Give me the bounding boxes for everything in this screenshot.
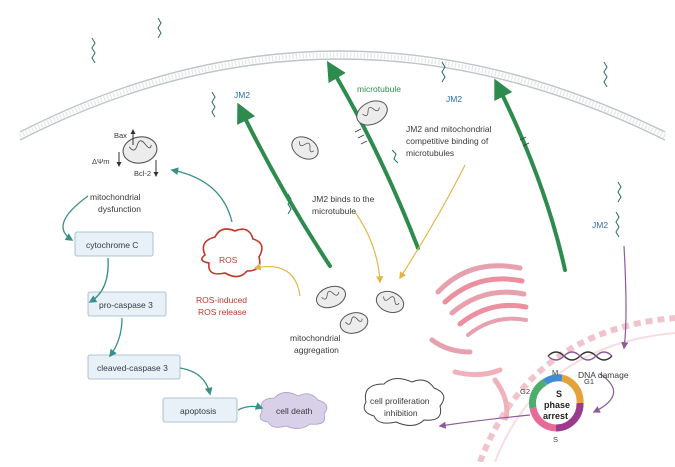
jm2-label-left: JM2 — [234, 90, 250, 100]
dna-damage-arrows — [438, 245, 629, 429]
mito-dysfunction-1: mitochondrial — [90, 192, 141, 202]
dpsi-label: ΔΨm — [92, 157, 110, 166]
ros-release-1: ROS-induced — [196, 295, 247, 305]
cleaved-label: cleaved-caspase 3 — [97, 363, 168, 373]
ros-release-2: ROS release — [198, 307, 247, 317]
competitive-label-3: microtubules — [406, 148, 454, 158]
procaspase-label: pro-caspase 3 — [99, 300, 153, 310]
prolif-label-2: inhibition — [384, 408, 418, 418]
jm2-label-top: JM2 — [446, 94, 462, 104]
bax-bcl2-indicators — [116, 129, 159, 177]
mitochondrion-agg1 — [315, 285, 347, 309]
bcl2-label: Bcl-2 — [134, 169, 151, 178]
dna-damage-label: DNA damage — [578, 370, 629, 380]
mitochondrion-mt2 — [356, 100, 388, 126]
mitochondrion-mt1 — [291, 136, 319, 160]
aggregation-label-2: aggregation — [294, 345, 339, 355]
cycle-s-label: S — [553, 435, 558, 444]
ros-cloud — [201, 228, 263, 278]
cytochrome-box — [74, 231, 154, 257]
microtubule-label: microtubule — [357, 84, 401, 94]
procaspase-box — [87, 291, 167, 317]
mitochondrion-top — [122, 136, 158, 164]
mitochondria — [122, 100, 405, 334]
cycle-center-3: arrest — [543, 411, 568, 421]
prolif-label-1: cell proliferation — [370, 396, 430, 406]
cell-death-cloud — [259, 392, 328, 429]
bax-label: Bax — [114, 131, 127, 140]
pathway-arrows — [62, 167, 264, 411]
cycle-center-2: phase — [544, 400, 570, 410]
jm2-molecules — [91, 17, 622, 238]
competitive-label-1: JM2 and mitochondrial — [406, 124, 492, 134]
dna-helix — [547, 351, 613, 361]
apoptosis-label: apoptosis — [180, 406, 216, 416]
apoptosis-box — [162, 397, 238, 423]
microtubule-1 — [237, 102, 332, 268]
microtubule-2 — [326, 60, 420, 250]
cycle-g2-label: G2 — [520, 387, 530, 396]
golgi-apparatus — [429, 263, 529, 421]
feedback-arrows — [253, 164, 466, 297]
cell-death-label: cell death — [276, 406, 313, 416]
cell-membrane — [18, 50, 667, 141]
competitive-label-2: competitive binding of — [406, 136, 489, 146]
ros-label: ROS — [219, 255, 238, 265]
cell-proliferation-cloud — [363, 378, 445, 426]
cycle-g1-label: G1 — [584, 377, 594, 386]
cycle-m-label: M — [552, 368, 558, 377]
bound-jm2-marks — [354, 128, 530, 147]
cell-cycle-ring — [529, 374, 584, 432]
microtubules — [237, 60, 567, 272]
mitochondrion-agg3 — [339, 312, 369, 334]
aggregation-label-1: mitochondrial — [290, 333, 341, 343]
pathway-boxes — [74, 231, 238, 423]
binds-label-1: JM2 binds to the — [312, 194, 375, 204]
cytochrome-label: cytochrome C — [86, 240, 138, 250]
microtubule-3 — [494, 78, 567, 272]
mito-dysfunction-2: dysfunction — [98, 204, 141, 214]
mitochondrion-agg2 — [375, 290, 405, 314]
cycle-center-1: S — [556, 389, 562, 399]
binds-label-2: microtubule — [312, 206, 356, 216]
nucleus-membrane — [477, 315, 675, 464]
cleaved-box — [87, 354, 181, 380]
jm2-label-right: JM2 — [592, 220, 608, 230]
